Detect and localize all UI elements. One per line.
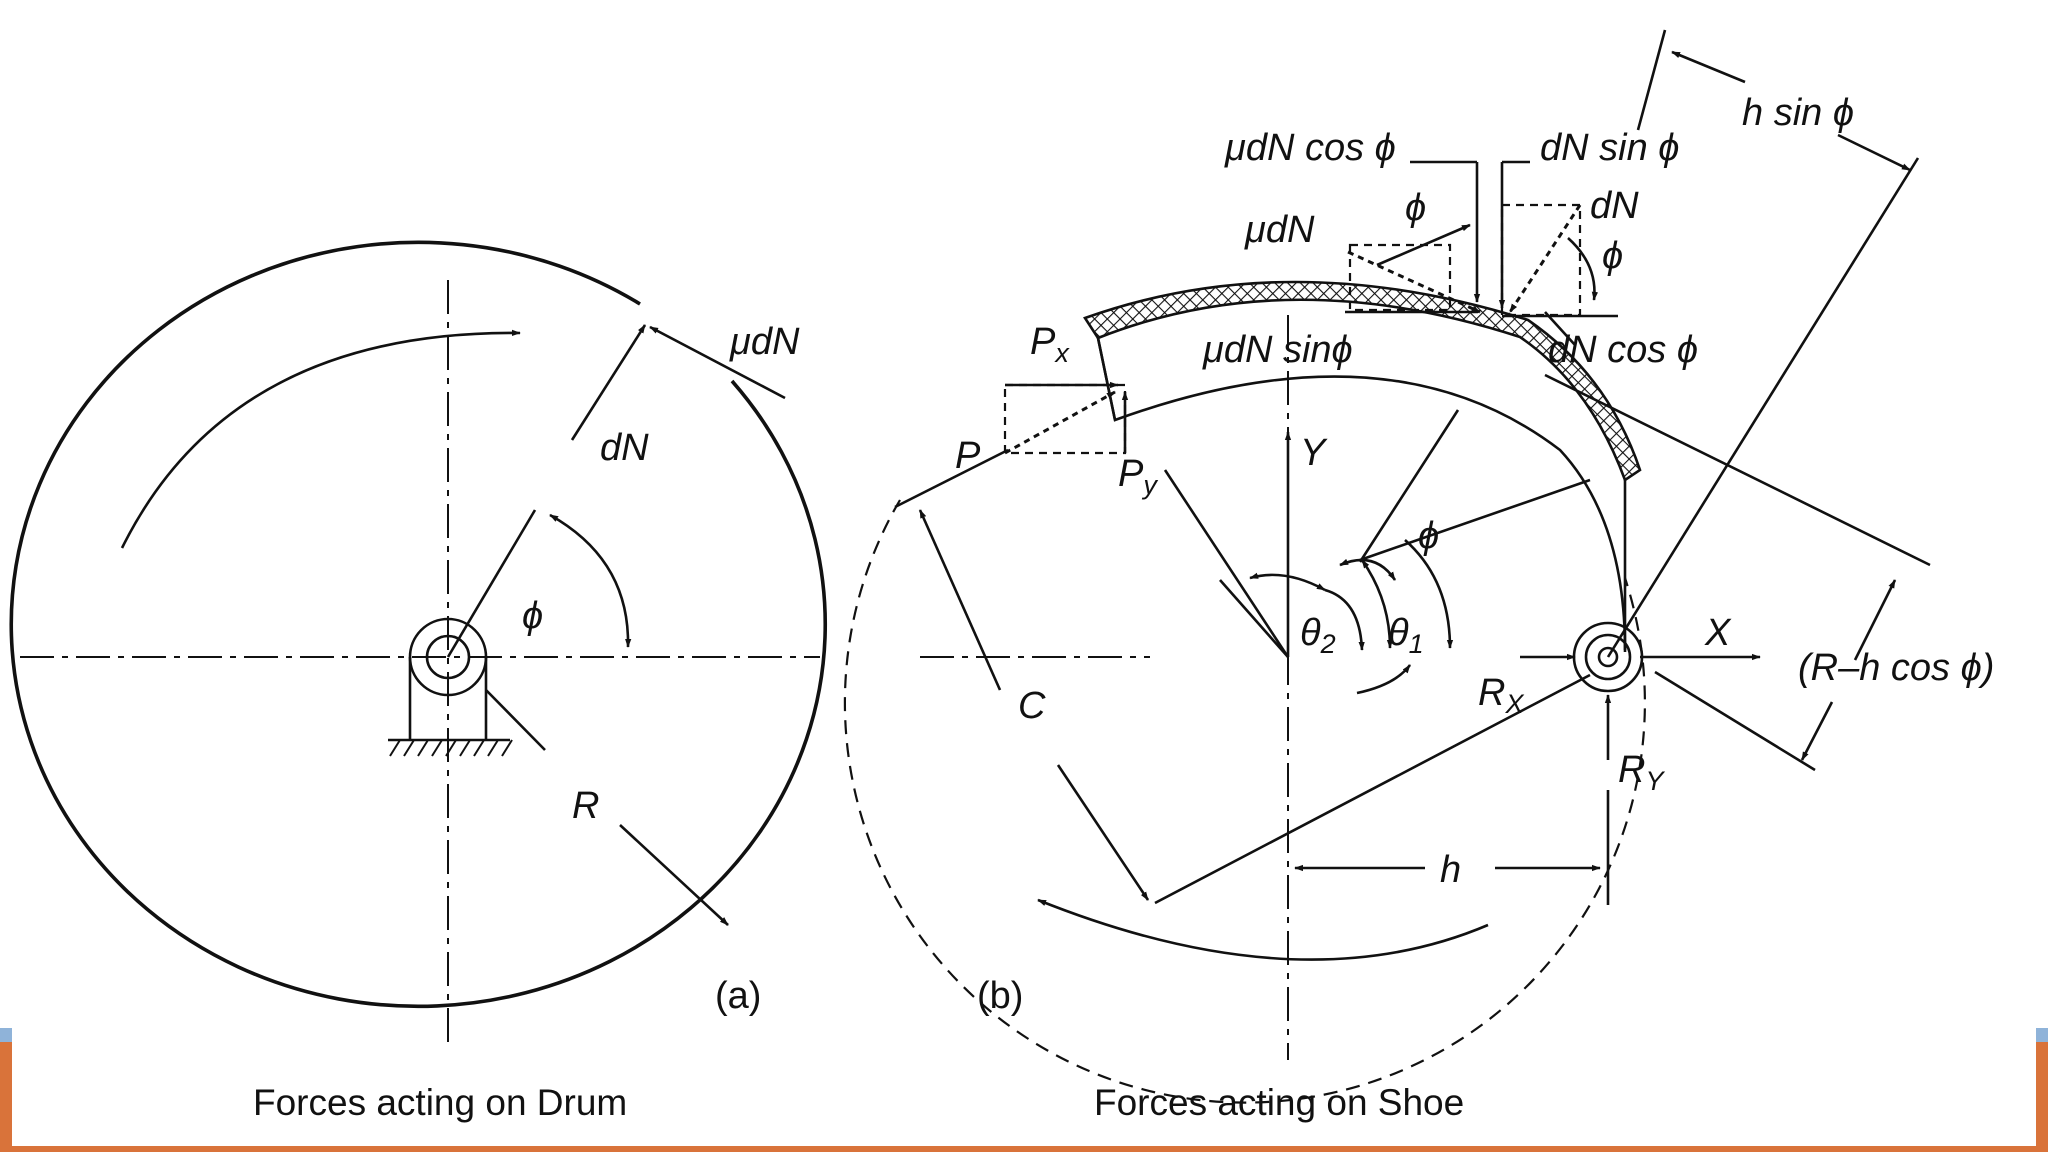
- force-P-resultant-arrow: [1004, 390, 1116, 455]
- slide-footer-line: [0, 1146, 2048, 1152]
- label-phi-top: ϕ: [1405, 187, 1426, 229]
- rhcos-arrow-down: [1800, 701, 1834, 761]
- label-dN-cos-phi: dN cos ϕ: [1548, 329, 1698, 371]
- caption-shoe: Forces acting on Shoe: [1094, 1082, 1464, 1123]
- label-R: R: [572, 785, 599, 827]
- label-h-sin-phi: h sin ϕ: [1742, 92, 1854, 134]
- ground-hatching: [389, 739, 513, 757]
- label-phi-side: ϕ: [1602, 235, 1623, 277]
- c-dimension-arrow-up: [918, 509, 1002, 691]
- rotation-small-arc: [1356, 664, 1412, 695]
- shoe-lining-hatched: [1083, 280, 1642, 482]
- pivot-mid: [1584, 633, 1632, 681]
- label-mudN-cos-phi: μdN cos ϕ: [1224, 127, 1396, 169]
- phi-top-arc-arrow: [1376, 223, 1471, 267]
- normal-force-dN-arrow: [570, 324, 647, 441]
- drum-dashed-outline: [843, 499, 1646, 1104]
- label-theta1: θ1: [1388, 612, 1424, 659]
- hsinphi-arrow-right: [1837, 133, 1911, 172]
- angle-theta2-arc: [1249, 572, 1326, 592]
- panel-label-b: (b): [977, 975, 1023, 1017]
- label-X-axis: X: [1704, 612, 1732, 654]
- label-dN: dN: [600, 427, 649, 469]
- radius-R-arrow: [619, 824, 729, 926]
- drum-hub-inner: [425, 634, 471, 680]
- angle-phi-center-arc: [1339, 558, 1397, 581]
- label-P: P: [955, 435, 981, 477]
- label-RX: RX: [1478, 672, 1524, 719]
- friction-resultant-arrow: [1347, 250, 1481, 314]
- shoe-toe-edge: [1096, 337, 1117, 421]
- label-mudN: μdN: [729, 321, 800, 363]
- label-C: C: [1018, 685, 1046, 727]
- radius-line-upper: [485, 689, 546, 751]
- shoe-theta2-radial-extension: [1219, 579, 1289, 658]
- drum-figure: μdN dN ϕ R (a) Forces acting on Drum: [9, 240, 828, 1123]
- label-mudN-shoe: μdN: [1244, 209, 1315, 251]
- dNcos-leader: [1544, 311, 1576, 346]
- shoe-theta1-radial: [1359, 478, 1591, 562]
- slide-accent-right-orange: [2036, 1042, 2048, 1152]
- c-dimension-arrow-down: [1056, 764, 1150, 901]
- normal-resultant-arrow: [1508, 204, 1582, 313]
- c-dimension-base-line: [1154, 673, 1591, 905]
- shoe-figure: μdN cos ϕ dN sin ϕ dN ϕ ϕ μdN dN cos ϕ μ…: [843, 29, 1994, 1123]
- label-dN-top: dN: [1590, 185, 1639, 227]
- hsinphi-extension-left: [1636, 29, 1667, 131]
- label-Px: Px: [1030, 321, 1070, 368]
- pivot-inner: [1597, 646, 1619, 668]
- label-theta2: θ2: [1300, 612, 1336, 659]
- caption-drum: Forces acting on Drum: [253, 1082, 627, 1123]
- label-phi: ϕ: [522, 595, 543, 637]
- shoe-body-inner: [1096, 337, 1627, 651]
- shoe-rotation-arrow: [1037, 898, 1489, 961]
- drum-rotation-arrow: [120, 329, 521, 549]
- label-h: h: [1440, 849, 1461, 891]
- pivot-perpendicular-line: [1606, 157, 1920, 658]
- hsinphi-arrow-left: [1671, 50, 1746, 84]
- rhcos-extension-upper: [1544, 373, 1931, 567]
- label-R-minus-h-cos-phi: (R–h cos ϕ): [1798, 647, 1994, 689]
- rhcos-arrow-up: [1853, 579, 1897, 661]
- drum-radial-line: [446, 509, 537, 658]
- c-dimension-extension: [894, 448, 1009, 509]
- angle-phi-center-arc-long: [1404, 539, 1454, 649]
- friction-force-mudN-arrow: [649, 325, 786, 400]
- normal-component-box: [1500, 203, 1582, 317]
- drum-outline: [9, 240, 828, 1009]
- shoe-theta2-radial: [1163, 469, 1290, 658]
- label-Py: Py: [1118, 453, 1158, 500]
- slide-accent-left-orange: [0, 1042, 12, 1152]
- label-Y-axis: Y: [1300, 432, 1328, 474]
- label-RY: RY: [1618, 749, 1665, 796]
- label-mudN-sin-phi: μdN sinϕ: [1202, 329, 1353, 371]
- label-dN-sin-phi: dN sin ϕ: [1540, 127, 1679, 169]
- angle-theta1-arc: [1360, 559, 1394, 649]
- label-phi-center: ϕ: [1418, 515, 1439, 557]
- rhcos-extension-lower: [1654, 670, 1816, 772]
- friction-component-box: [1348, 243, 1452, 312]
- shoe-phi-radial: [1358, 409, 1460, 563]
- angle-phi-arc: [549, 513, 632, 648]
- angle-theta2-arc-end: [1324, 588, 1365, 651]
- panel-label-a: (a): [715, 975, 761, 1017]
- phi-side-arc: [1567, 237, 1599, 301]
